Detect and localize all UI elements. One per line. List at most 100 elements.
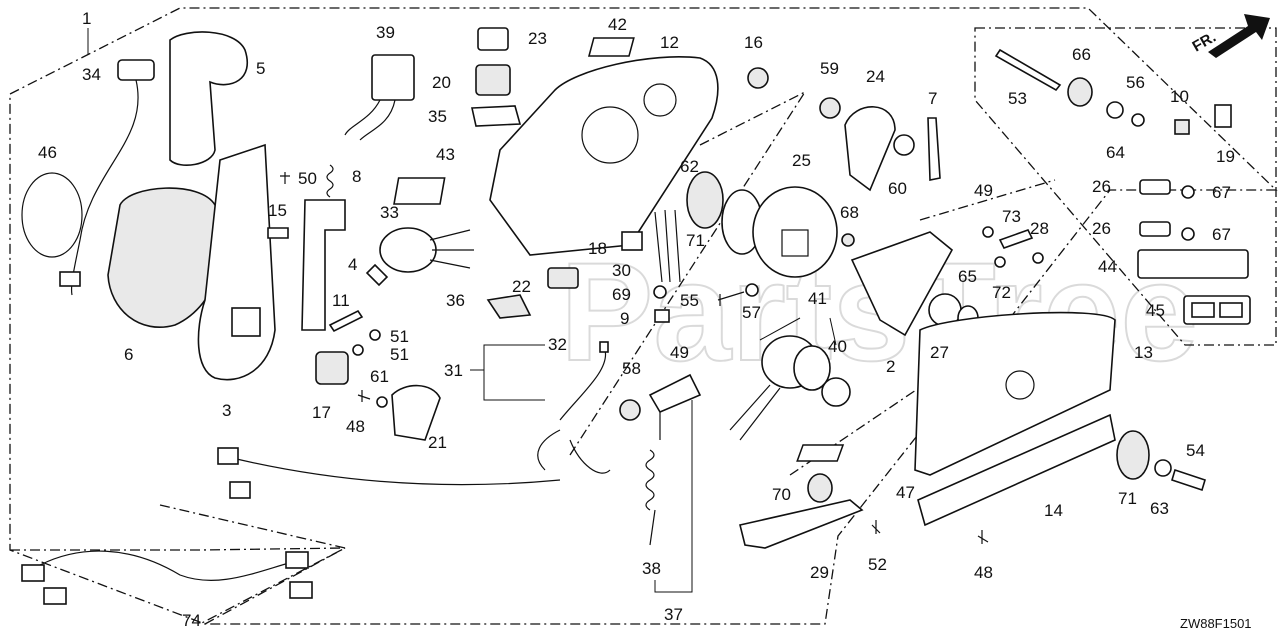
cover-21-drawing (391, 384, 441, 441)
label-44-drawing (1137, 249, 1249, 279)
callout-33: 33 (380, 203, 399, 222)
callout-48: 48 (346, 417, 365, 436)
callout-labels: 1 34 5 46 6 3 4 8 50 15 39 23 20 35 42 1… (38, 9, 1235, 630)
arm-7-drawing (927, 117, 941, 181)
label-45-book-icon (1191, 302, 1215, 318)
callout-50: 50 (298, 169, 317, 188)
callout-16: 16 (744, 33, 763, 52)
clip-28-drawing (1032, 252, 1044, 264)
callout-31: 31 (444, 361, 463, 380)
connector-b-drawing (229, 481, 251, 499)
switch-39-drawing (344, 54, 415, 141)
cover-40-drawing (821, 377, 851, 407)
washer-63-drawing (1154, 459, 1172, 477)
callout-70: 70 (772, 485, 791, 504)
callout-3: 3 (222, 401, 231, 420)
block-20-drawing (475, 64, 511, 96)
callout-57: 57 (742, 303, 761, 322)
connector-a-drawing (217, 447, 239, 465)
bolt-53-drawing (994, 48, 1062, 92)
clamp-9-drawing (654, 309, 670, 323)
callout-30: 30 (612, 261, 631, 280)
callout-22: 22 (512, 277, 531, 296)
callout-15: 15 (268, 201, 287, 220)
front-direction-arrow-icon: FR. (1190, 14, 1270, 58)
callout-52: 52 (868, 555, 887, 574)
callout-62: 62 (680, 157, 699, 176)
callout-27: 27 (930, 343, 949, 362)
side-plate-13-drawing (914, 311, 1116, 476)
callout-58: 58 (622, 359, 641, 378)
housing-3-drawing (197, 143, 276, 381)
lanyard-38-drawing (645, 373, 702, 546)
callout-53: 53 (1008, 89, 1027, 108)
pin-11-drawing (328, 309, 364, 333)
callout-72: 72 (992, 283, 1011, 302)
callout-35: 35 (428, 107, 447, 126)
callout-71: 71 (686, 231, 705, 250)
callout-19: 19 (1216, 147, 1235, 166)
washer-60-drawing (893, 134, 915, 156)
callout-71-second: 71 (1118, 489, 1137, 508)
spring-8-drawing (326, 164, 334, 198)
housing-3-boss (231, 307, 261, 337)
screw-51-second-drawing (352, 344, 364, 356)
cam-24-drawing (844, 106, 896, 192)
callout-26: 26 (1092, 177, 1111, 196)
bolt-48-drawing (357, 390, 371, 402)
ring-71-second-drawing (1116, 430, 1150, 480)
switch-17-drawing (315, 351, 349, 385)
washer-64-drawing (1106, 101, 1124, 119)
screw-52-drawing (871, 520, 881, 534)
ring-71-drawing (686, 171, 724, 229)
callout-9: 9 (620, 309, 629, 328)
callout-64: 64 (1106, 143, 1125, 162)
holder-22-drawing (547, 267, 579, 289)
main-cable-drawing (219, 454, 561, 486)
callout-36: 36 (446, 291, 465, 310)
screw-48-second-drawing (977, 530, 989, 544)
bushing-59-drawing (819, 97, 841, 119)
screw-51-drawing (369, 329, 381, 341)
ring-70-drawing (807, 473, 833, 503)
plate-2-drawing (850, 231, 954, 337)
clip-26-second-drawing (1139, 221, 1171, 237)
callout-7: 7 (928, 89, 937, 108)
bolt-54-drawing (1171, 468, 1206, 492)
callout-49: 49 (670, 343, 689, 362)
control-lever-5-drawing (169, 31, 248, 166)
o-ring-46-drawing (21, 172, 83, 258)
callout-29: 29 (810, 563, 829, 582)
callout-68: 68 (840, 203, 859, 222)
clip-15-drawing (267, 227, 289, 239)
callout-23: 23 (528, 29, 547, 48)
cap-23-drawing (477, 27, 509, 51)
callout-66: 66 (1072, 45, 1091, 64)
callout-17: 17 (312, 403, 331, 422)
screw-50-drawing (280, 172, 290, 184)
callout-28: 28 (1030, 219, 1049, 238)
callout-18: 18 (588, 239, 607, 258)
callout-51-second: 51 (390, 345, 409, 364)
case-12-drawing (489, 56, 719, 256)
callout-40: 40 (828, 337, 847, 356)
callout-20: 20 (432, 73, 451, 92)
harness-boundary (10, 547, 346, 625)
straps-30-drawing (654, 209, 681, 283)
callout-38: 38 (642, 559, 661, 578)
nut-61-drawing (376, 396, 388, 408)
callout-67-second: 67 (1212, 225, 1231, 244)
callout-32: 32 (548, 335, 567, 354)
callout-56: 56 (1126, 73, 1145, 92)
clip-36-drawing (486, 294, 532, 319)
callout-61: 61 (370, 367, 389, 386)
e-ring-67-drawing (1181, 185, 1195, 199)
grommet-16-drawing (747, 67, 769, 89)
nut-58-drawing (619, 399, 641, 421)
callout-48-second: 48 (974, 563, 993, 582)
callout-45: 45 (1146, 301, 1165, 320)
block-10-drawing (1174, 119, 1190, 135)
callout-5: 5 (256, 59, 265, 78)
callout-60: 60 (888, 179, 907, 198)
